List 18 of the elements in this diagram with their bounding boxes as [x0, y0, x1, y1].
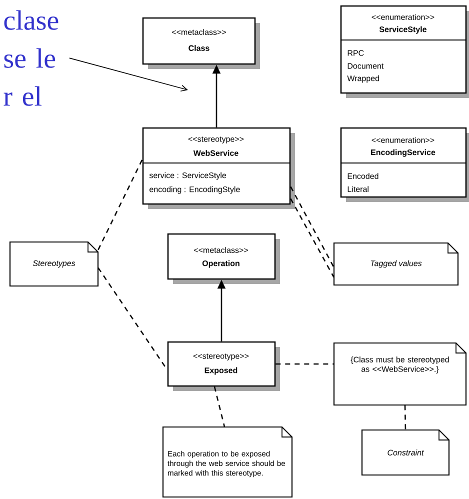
note-box: Constraint [361, 429, 450, 476]
dashed-line [98, 159, 143, 250]
enumeration-box: <<enumeration>> EncodingService Encoded Literal [340, 127, 469, 202]
dashed-line [214, 386, 226, 427]
enumeration-box: <<enumeration>> ServiceStyle RPC Document Wrapped [340, 5, 469, 98]
class-box: <<stereotype>> Exposed [167, 341, 280, 391]
dashed-line [276, 363, 334, 365]
class-box: <<metaclass>> Operation [167, 233, 280, 284]
class-box: <<metaclass>> Class [142, 17, 260, 69]
arrow [69, 58, 188, 92]
note-box: {Class must be stereotyped as <<WebService>>.} [333, 342, 467, 406]
class-box: <<stereotype>> WebService service : ServiceStyle encoding : EncodingStyle [142, 127, 295, 209]
dashed-line [290, 198, 334, 278]
dashed-line [404, 405, 406, 430]
dashed-line [290, 186, 334, 268]
caption-text: clase se le r el [4, 10, 58, 106]
note-box: Tagged values [333, 242, 459, 286]
note-box: Stereotypes [9, 241, 99, 287]
